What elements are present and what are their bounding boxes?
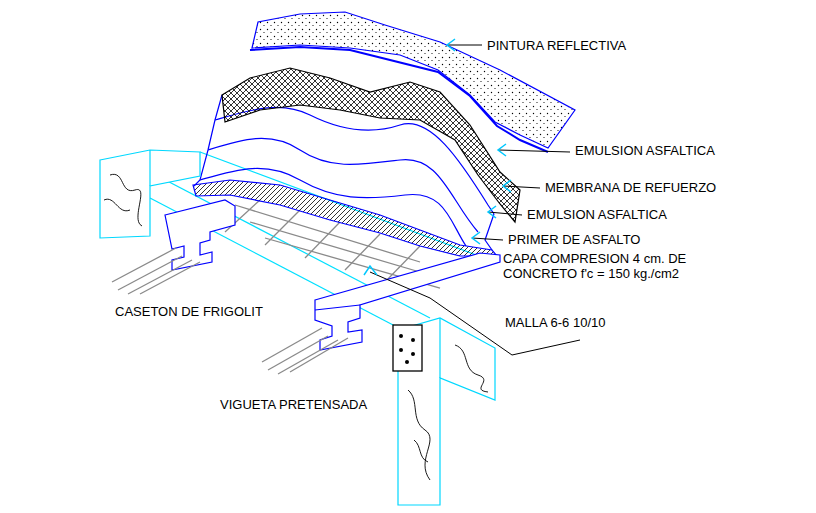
mesh-bar (305, 222, 340, 258)
part-label: CASETON DE FRIGOLIT (115, 304, 263, 319)
plate (393, 325, 422, 371)
leader-line (488, 212, 522, 215)
concrete-layer (193, 180, 497, 256)
steel-plate (393, 325, 422, 371)
leader-line (472, 238, 503, 240)
part-label: PINTURA REFLECTIVA (487, 38, 626, 53)
wood-grain (110, 174, 142, 226)
mesh-bar (265, 210, 300, 245)
wood-grain (408, 390, 430, 480)
paint-underline (250, 47, 548, 152)
part-label: MALLA 6-6 10/10 (505, 315, 605, 330)
leader-line (503, 186, 540, 188)
bolt (411, 352, 415, 356)
bolt (405, 360, 409, 364)
arrowhead (488, 206, 496, 218)
beam-edge (439, 318, 440, 378)
left-joist (112, 200, 235, 294)
layer-edge (485, 214, 494, 250)
bolt (411, 338, 415, 342)
reflective-paint-layer (252, 12, 575, 148)
rebar (278, 340, 338, 374)
part-label: VIGUETA PRETENSADA (220, 397, 367, 412)
layer-line (200, 168, 466, 246)
beam-edge (149, 150, 150, 186)
rebar (118, 256, 182, 290)
wood-grain (455, 345, 488, 392)
leader-lines (370, 45, 580, 355)
part-label: PRIMER DE ASFALTO (508, 232, 640, 247)
joist-rebars (262, 328, 348, 374)
arrowhead (503, 180, 511, 192)
rebar (140, 262, 200, 294)
rebar (290, 338, 348, 372)
part-label: EMULSION ASFALTICA (575, 143, 715, 158)
bolt (399, 348, 403, 352)
rebar (128, 260, 192, 294)
rebar (268, 336, 328, 370)
joist-edge (315, 305, 360, 310)
part-label: CAPA COMPRESION 4 cm. DE CONCRETO f'c = … (503, 251, 718, 281)
leader-line (498, 150, 570, 152)
wood-grain (104, 199, 130, 211)
layer-line (208, 138, 478, 232)
arrowhead (364, 266, 377, 275)
wood-grain (414, 440, 428, 462)
bolt (399, 334, 403, 338)
arrowhead (498, 144, 506, 156)
leader-line (370, 272, 580, 355)
arrowhead (447, 39, 455, 51)
mesh-bar (345, 234, 380, 270)
leader-line (447, 45, 482, 46)
arrowhead (472, 232, 480, 244)
joist-rebars (112, 248, 200, 294)
part-label: MEMBRANA DE REFUERZO (545, 180, 716, 195)
arrowheads (364, 39, 511, 275)
part-label: EMULSION ASFALTICA (527, 207, 667, 222)
